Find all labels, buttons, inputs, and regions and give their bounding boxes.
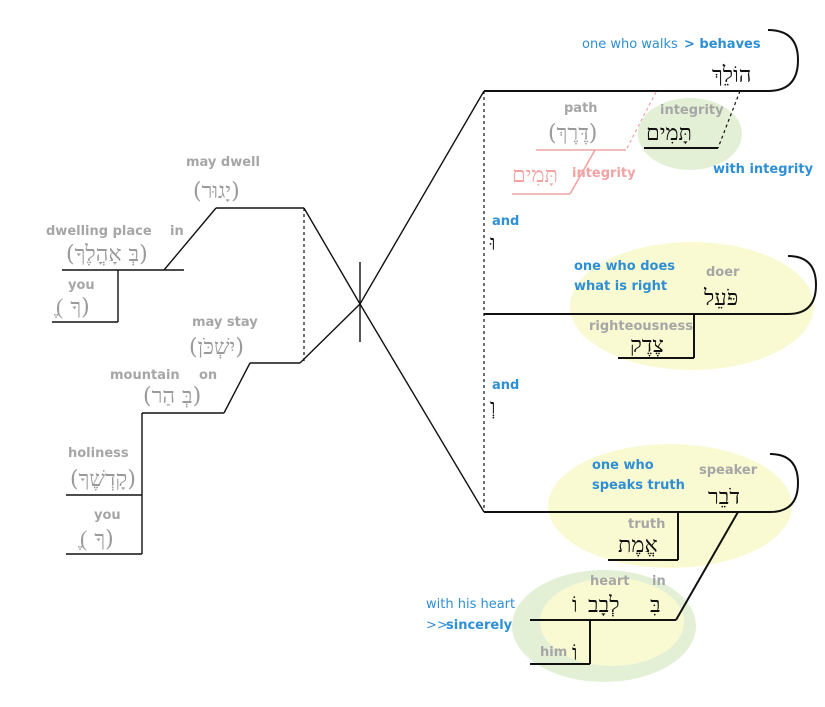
connectors (359, 90, 485, 513)
heart-label: heart (590, 574, 629, 589)
heart-word-suffix: וֹ (572, 593, 578, 618)
you-label-2: you (94, 508, 121, 523)
and-label-1: and (492, 214, 519, 229)
does-note-line1: one who does (574, 259, 675, 274)
speaker-label: speaker (699, 463, 758, 478)
may-dwell-word: (יָגוּר) (193, 179, 240, 204)
right-clauses: one who walks > behaves הוֹלֵךְ path (דֶ… (426, 29, 818, 666)
in-label-right: in (652, 574, 666, 589)
truth-word: אֱמֶת (618, 533, 658, 558)
and-label-2: and (492, 378, 519, 393)
may-dwell-label: may dwell (186, 155, 260, 170)
may-stay-label: may stay (192, 315, 258, 330)
dwelling-place-word: (בְּ אָהֳלֶךָ) (66, 242, 148, 267)
with-integrity-note: with integrity (713, 162, 814, 177)
him-word: וֹ (572, 641, 578, 666)
speaks-note-line2: speaks truth (592, 478, 685, 493)
heart-note-bold: sincerely (446, 618, 513, 633)
holiness-label: holiness (68, 446, 129, 461)
walks-note: one who walks (582, 37, 678, 52)
integrity-word: תָּמִים (646, 121, 692, 146)
doer-label: doer (706, 265, 740, 280)
dwelling-place-label: dwelling place (46, 224, 152, 239)
doer-word: פֹּעֵל (703, 286, 738, 311)
may-stay-word: (יִשְׁכֹּן) (189, 335, 244, 360)
walks-word: הוֹלֵךְ (712, 63, 751, 88)
and-word-2: וְ (490, 395, 496, 420)
you-label-1: you (68, 278, 95, 293)
on-label: on (199, 368, 217, 383)
path-label: path (564, 101, 598, 116)
left-clauses: may dwell (יָגוּר) dwelling place in (בְ… (46, 155, 361, 555)
heart-note-prefix: >> (426, 618, 448, 633)
in-label-left: in (170, 224, 184, 239)
and-word-1: וּ (489, 231, 496, 256)
heart-note-line1: with his heart (426, 597, 515, 612)
integrity-label: integrity (660, 103, 724, 118)
speaks-note-line1: one who (592, 458, 654, 473)
you-word-2: (ֶ ךָ) (77, 527, 114, 552)
truth-label: truth (628, 517, 665, 532)
integrity-faded-label: integrity (572, 166, 636, 181)
path-word: (דֶּרֶךְ) (548, 121, 597, 146)
integrity-highlight (638, 98, 742, 170)
in-word: בִּ (650, 593, 661, 618)
mountain-word: (בְּ הַר) (143, 384, 201, 409)
integrity-faded-word: תָּמִים (512, 163, 558, 188)
mountain-label: mountain (110, 368, 180, 383)
heart-word: לְבָב (588, 593, 620, 618)
heart-highlight-inner (540, 578, 684, 666)
righteousness-label: righteousness (589, 319, 693, 334)
speaker-word: דֹבֵר (708, 485, 740, 510)
righteousness-word: צֶדֶק (630, 333, 664, 358)
him-label: him (540, 645, 567, 660)
holiness-word: (קָדְשֶׁךָ) (70, 467, 136, 492)
behaves-note: > behaves (684, 37, 761, 52)
does-note-line2: what is right (574, 279, 667, 294)
speaker-highlight (548, 444, 792, 568)
you-word-1: (ֶ ךָ) (53, 295, 90, 320)
doer-highlight (570, 242, 814, 370)
